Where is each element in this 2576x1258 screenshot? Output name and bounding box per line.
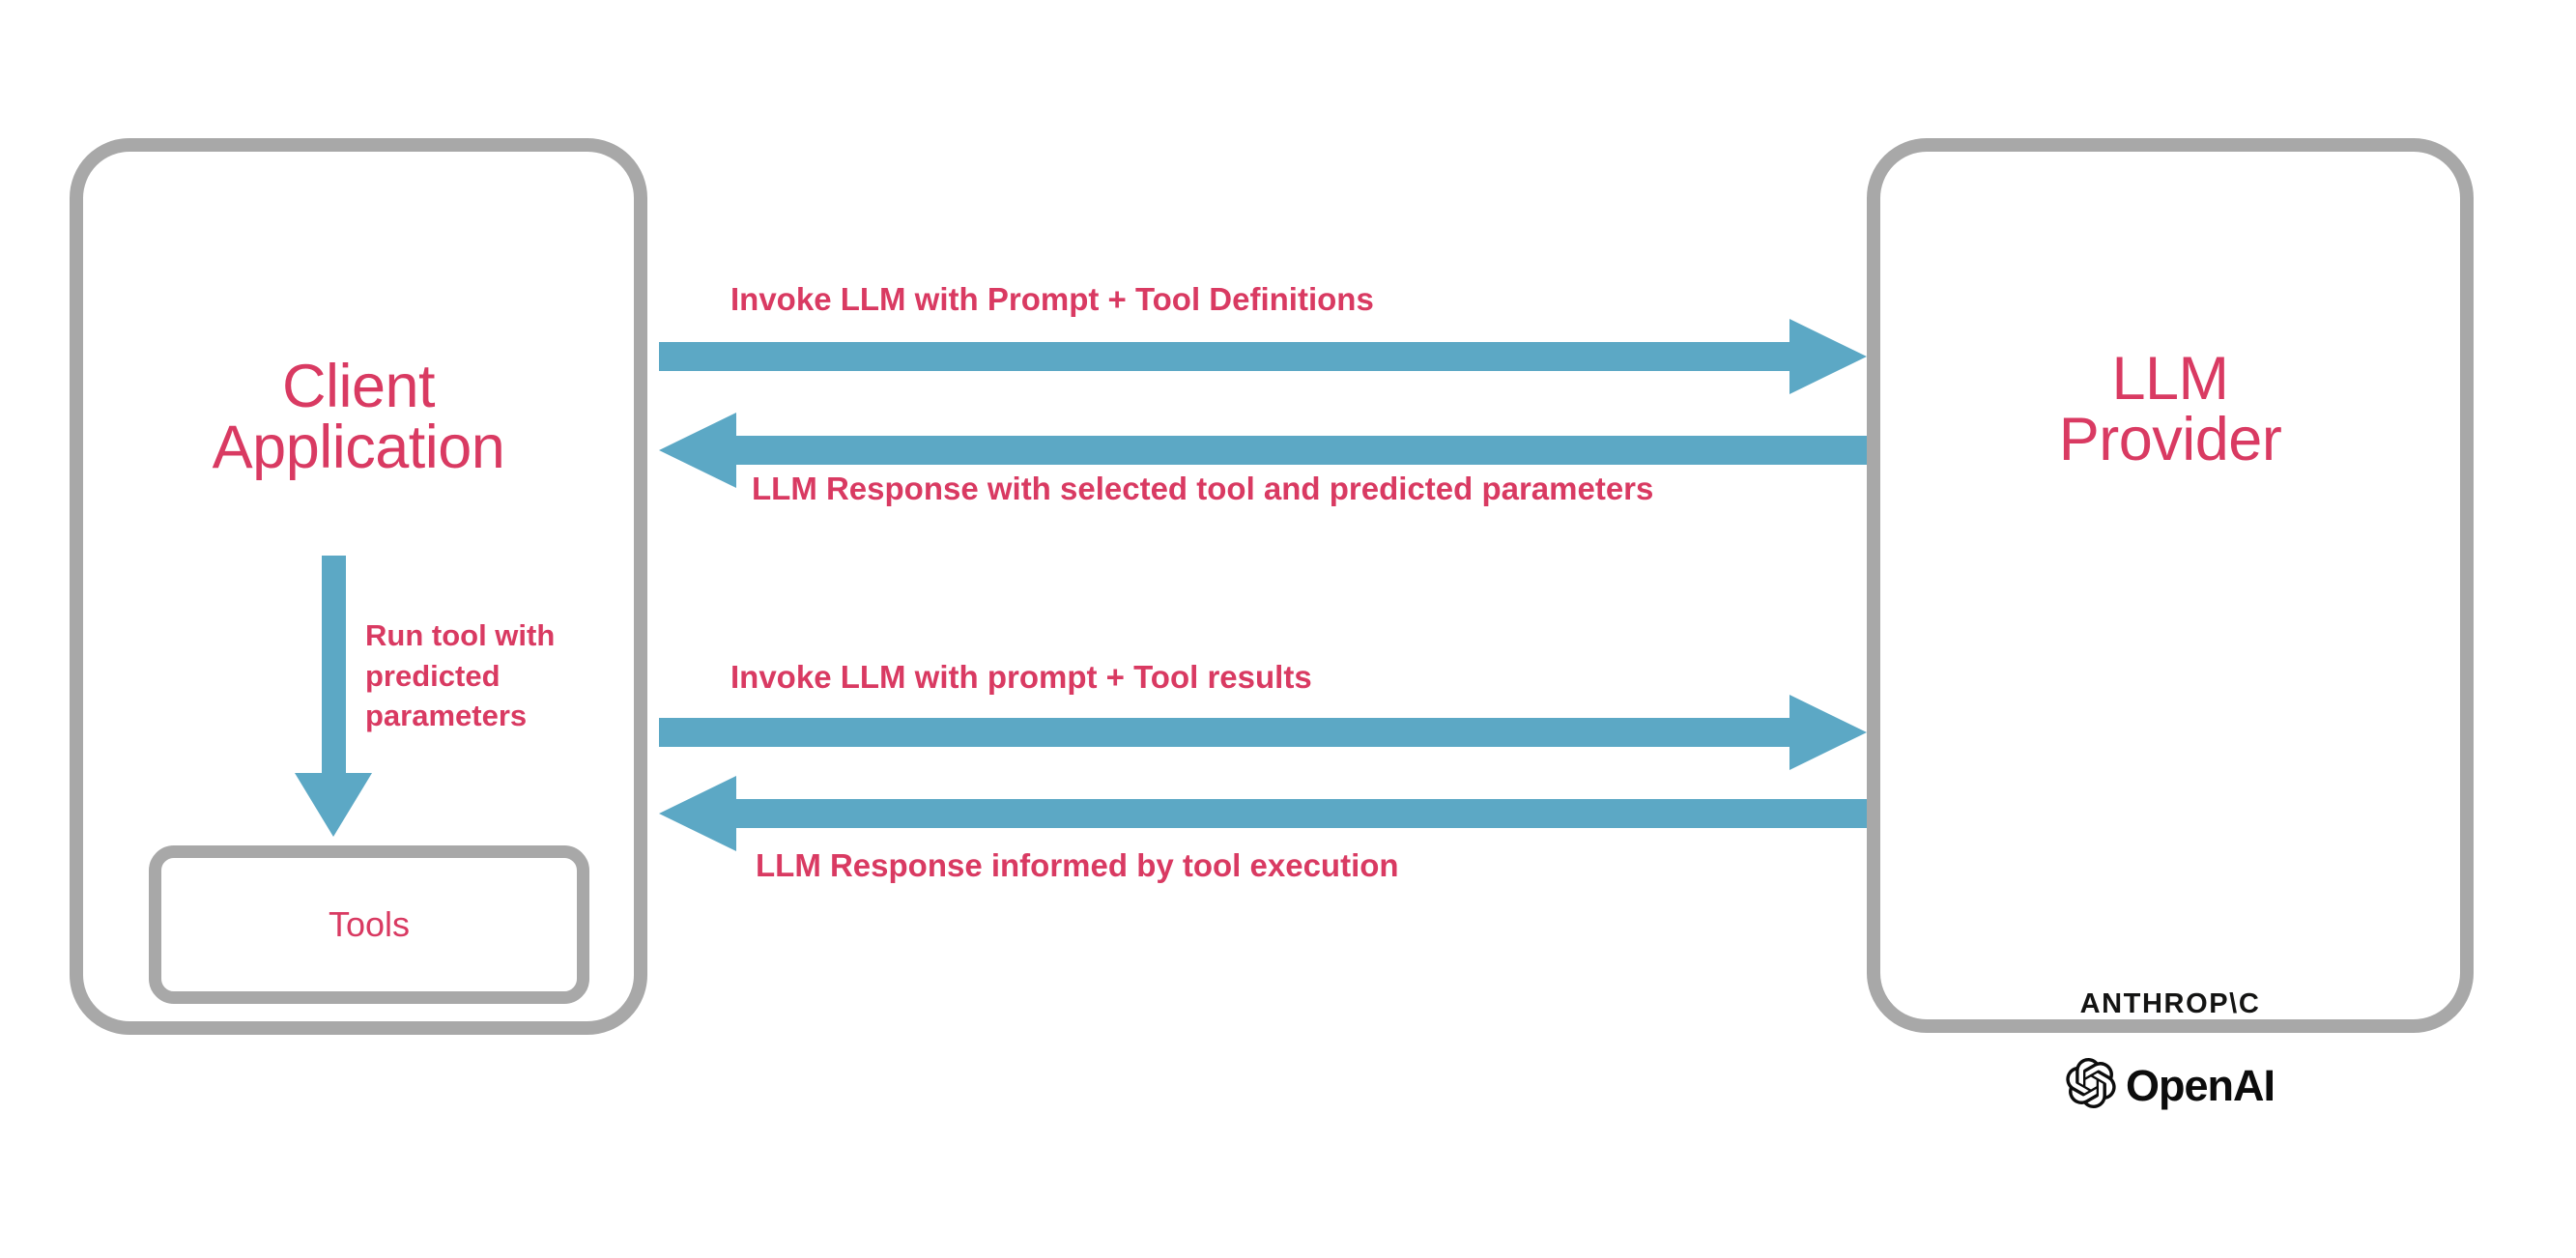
openai-mark-icon (2066, 1058, 2116, 1113)
edge-label-invoke-2: Invoke LLM with prompt + Tool results (730, 659, 1312, 695)
openai-wordmark: OpenAI (2125, 1061, 2275, 1110)
tools-node[interactable]: Tools (149, 845, 589, 1004)
anthropic-logo: ANTHROP\C (2079, 988, 2261, 1019)
llm-provider-title: LLM Provider (2058, 345, 2282, 473)
tools-label: Tools (328, 904, 411, 944)
edge-label-response-1: LLM Response with selected tool and pred… (752, 471, 1654, 506)
edge-label-response-2: LLM Response informed by tool execution (756, 847, 1399, 883)
edge-label-run-tool: Run tool with predicted parameters (365, 618, 556, 733)
client-application-node[interactable]: Client Application Tools (70, 138, 647, 1035)
edge-response-2-arrow (659, 776, 1867, 851)
edge-invoke-2-arrow (659, 695, 1867, 770)
edge-invoke-1-arrow (659, 319, 1867, 394)
client-application-title: Client Application (212, 353, 505, 481)
llm-provider-node[interactable]: LLM Provider ANTHROP\C OpenAI (1867, 138, 2474, 1109)
openai-logo: OpenAI (1880, 1058, 2460, 1113)
edge-label-invoke-1: Invoke LLM with Prompt + Tool Definition… (730, 281, 1374, 317)
